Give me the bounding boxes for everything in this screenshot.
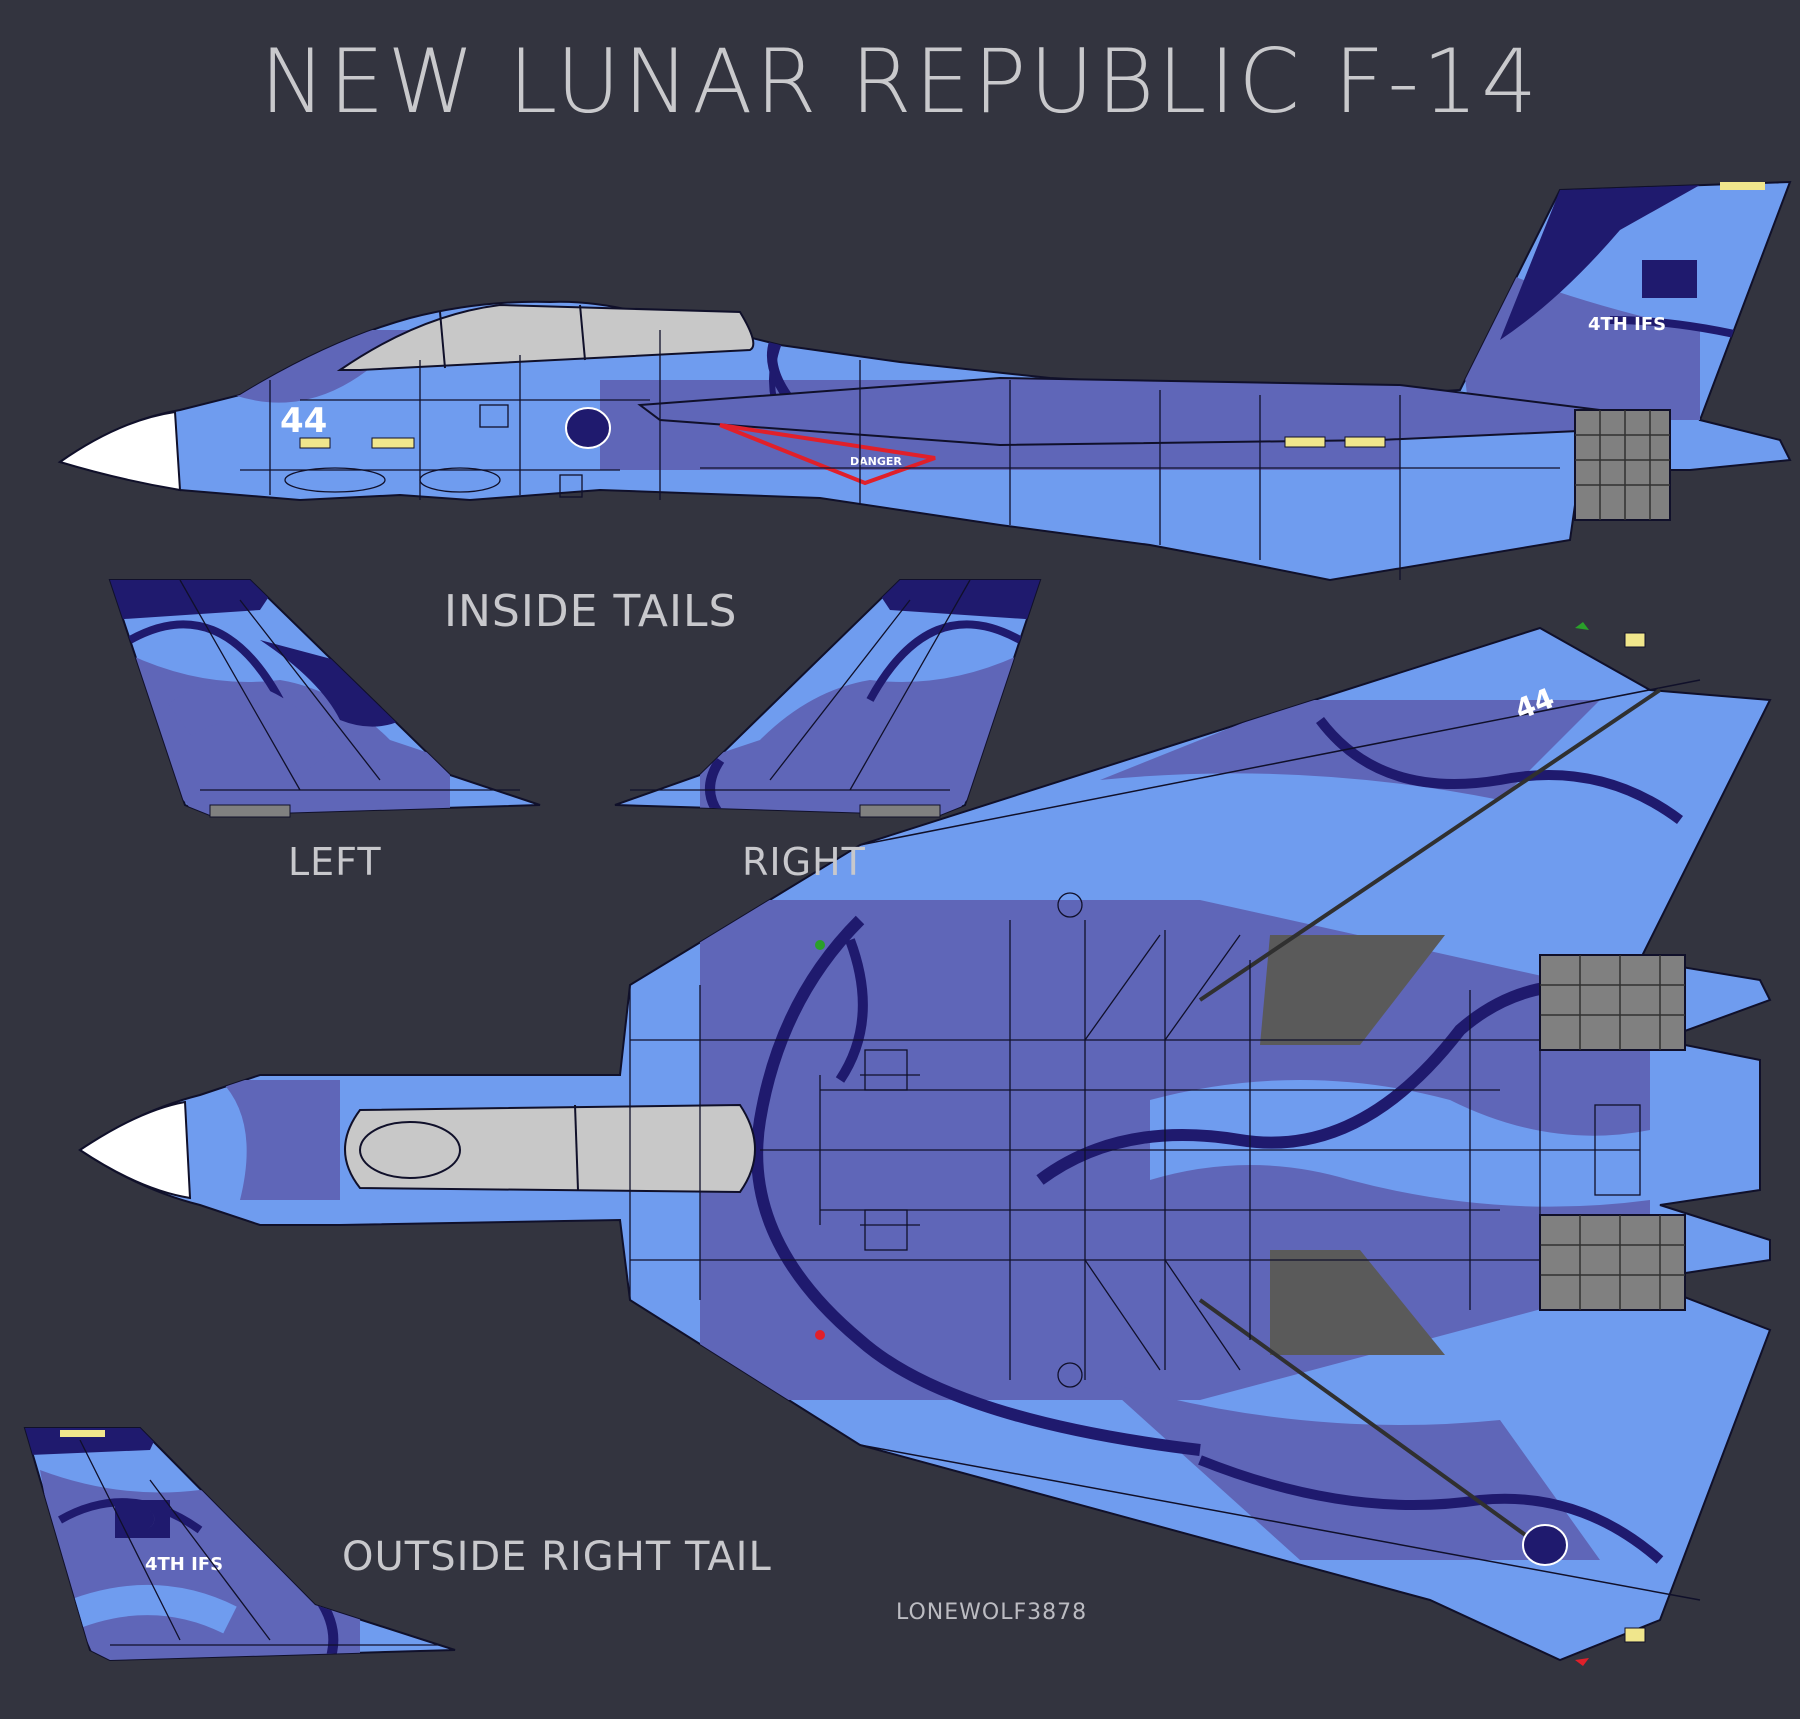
- outside-tail-squadron-text: 4TH IFS: [145, 1554, 223, 1575]
- top-view: 44: [78, 622, 1772, 1666]
- top-nav-light-wingtip-green: [1575, 622, 1589, 630]
- outside-right-tail: 4TH IFS: [23, 1427, 456, 1662]
- side-danger-text: DANGER: [850, 455, 902, 468]
- side-panel-lines: [240, 330, 1560, 580]
- label-inside-tails: INSIDE TAILS: [444, 586, 738, 637]
- top-camo-light-swath: [1150, 1080, 1650, 1207]
- side-tail-tip-light: [1720, 182, 1765, 190]
- top-nav-light-red: [815, 1330, 825, 1340]
- top-camo-stripe-5: [835, 938, 868, 1083]
- label-right: RIGHT: [742, 840, 866, 884]
- top-wing-split-dn: [1198, 1298, 1562, 1562]
- side-view: DANGER 44 4TH IFS: [57, 180, 1792, 582]
- side-danger-chevron: [719, 423, 936, 486]
- top-wing-glove-dark-dn: [1270, 1250, 1445, 1355]
- top-canopy: [344, 1103, 756, 1194]
- label-outside-right-tail: OUTSIDE RIGHT TAIL: [342, 1534, 772, 1580]
- page-title: NEW LUNAR REPUBLIC F-14: [259, 30, 1541, 133]
- top-camo-mid-wing-dn: [1100, 1380, 1600, 1560]
- top-exhaust-dn: [1539, 1214, 1686, 1311]
- top-nav-light-wingtip-red: [1575, 1658, 1589, 1666]
- top-panel-lines: [629, 892, 1641, 1388]
- top-nose-cone: [78, 1100, 192, 1200]
- side-flag: [1642, 260, 1697, 298]
- side-camo-mid-2: [1450, 250, 1700, 420]
- top-exhaust-up: [1539, 954, 1686, 1051]
- side-nose-cone: [57, 410, 182, 492]
- outside-tail-flag: [115, 1500, 170, 1538]
- side-squadron-text: 4TH IFS: [1588, 314, 1666, 335]
- top-camo-nose: [220, 1080, 340, 1200]
- label-left: LEFT: [288, 840, 382, 884]
- top-wing-glove-dark-up: [1260, 935, 1445, 1045]
- top-camo-stripe-3: [1316, 716, 1683, 825]
- side-camo-dark: [1500, 185, 1700, 340]
- inside-tail-right: [614, 579, 1042, 818]
- inside-tail-left: [108, 579, 541, 818]
- side-modex: 44: [280, 401, 327, 441]
- artist-credit: LONEWOLF3878: [896, 1600, 1088, 1625]
- top-squadron-emblem: [1522, 1524, 1568, 1566]
- top-camo-stripe-4: [1198, 1455, 1664, 1564]
- side-squadron-emblem: [565, 407, 611, 449]
- side-exhaust-nozzle: [1574, 409, 1671, 521]
- top-nav-light-green: [815, 940, 825, 950]
- top-wing-split-up: [1198, 688, 1662, 1002]
